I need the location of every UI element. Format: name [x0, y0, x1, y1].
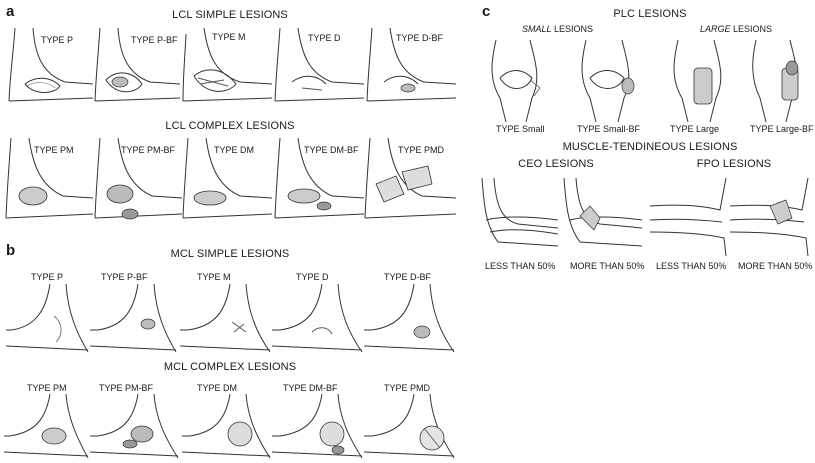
plc-large-heading: LARGE LESIONS — [700, 24, 772, 34]
large-word: LARGE — [700, 24, 731, 34]
elbow-illustration — [5, 26, 93, 104]
lesions-word: LESIONS — [730, 24, 773, 34]
extent-label: MORE THAN 50% — [570, 261, 645, 271]
plc-title: PLC LESIONS — [613, 8, 687, 20]
mcl-complex-type-label: TYPE PM-BF — [99, 383, 154, 393]
extent-label: MORE THAN 50% — [738, 261, 813, 271]
lcl-complex-title: LCL COMPLEX LESIONS — [165, 120, 295, 132]
lcl-simple-title: LCL SIMPLE LESIONS — [172, 9, 288, 21]
elbow-illustration — [364, 392, 456, 460]
elbow-illustration — [364, 26, 456, 104]
elbow-illustration — [92, 136, 182, 222]
elbow-illustration — [90, 392, 180, 460]
elbow-illustration — [90, 282, 178, 354]
elbow-illustration — [180, 282, 272, 354]
elbow-illustration — [92, 26, 180, 104]
elbow-illustration — [6, 282, 90, 354]
plc-type-label: TYPE Large — [670, 124, 720, 134]
lcl-simple-type-label: TYPE D-BF — [396, 33, 444, 43]
mcl-complex-type-label: TYPE PM — [27, 383, 67, 393]
elbow-illustration — [180, 136, 272, 222]
lcl-complex-type-label: TYPE PM — [34, 145, 74, 155]
fpo-title: FPO LESIONS — [696, 158, 772, 170]
elbow-illustration — [364, 282, 456, 354]
mcl-simple-type-label: TYPE P — [31, 272, 64, 282]
lesions-word: LESIONS — [551, 24, 594, 34]
mcl-simple-type-label: TYPE D-BF — [384, 272, 432, 282]
elbow-illustration — [748, 38, 810, 122]
muscle-tendineous-title: MUSCLE-TENDINEOUS LESIONS — [562, 141, 738, 153]
ceo-title: CEO LESIONS — [518, 158, 594, 170]
elbow-illustration — [362, 136, 456, 222]
extent-label: LESS THAN 50% — [485, 261, 556, 271]
panel-letter-a: a — [6, 3, 15, 20]
elbow-illustration — [272, 26, 364, 104]
elbow-illustration — [730, 176, 810, 256]
elbow-illustration — [180, 26, 272, 104]
elbow-illustration — [3, 136, 93, 222]
elbow-illustration — [560, 176, 642, 256]
mcl-complex-title: MCL COMPLEX LESIONS — [163, 361, 297, 373]
mcl-simple-title: MCL SIMPLE LESIONS — [170, 248, 290, 260]
extent-label: LESS THAN 50% — [656, 261, 727, 271]
elbow-illustration — [272, 282, 364, 354]
mcl-complex-type-label: TYPE DM — [197, 383, 238, 393]
elbow-illustration — [650, 176, 728, 256]
plc-type-label: TYPE Small-BF — [577, 124, 641, 134]
plc-type-label: TYPE Large-BF — [750, 124, 814, 134]
elbow-illustration — [478, 176, 558, 256]
mcl-simple-type-label: TYPE M — [197, 272, 231, 282]
elbow-illustration — [4, 392, 90, 460]
elbow-illustration — [182, 392, 272, 460]
elbow-illustration — [486, 38, 548, 122]
lcl-complex-type-label: TYPE DM — [214, 145, 255, 155]
lcl-simple-type-label: TYPE P-BF — [131, 35, 178, 45]
elbow-illustration — [272, 392, 364, 460]
mcl-simple-type-label: TYPE D — [296, 272, 329, 282]
mcl-complex-type-label: TYPE DM-BF — [283, 383, 338, 393]
mcl-simple-type-label: TYPE P-BF — [101, 272, 148, 282]
lcl-simple-type-label: TYPE M — [212, 32, 246, 42]
lcl-complex-type-label: TYPE DM-BF — [304, 145, 359, 155]
plc-type-label: TYPE Small — [496, 124, 545, 134]
lcl-complex-type-label: TYPE PM-BF — [121, 145, 176, 155]
lcl-simple-type-label: TYPE P — [41, 35, 74, 45]
mcl-complex-type-label: TYPE PMD — [384, 383, 431, 393]
plc-small-heading: SMALL LESIONS — [522, 24, 593, 34]
panel-letter-b: b — [6, 242, 16, 259]
lcl-complex-type-label: TYPE PMD — [398, 145, 445, 155]
panel-letter-c: c — [482, 3, 491, 20]
small-word: SMALL — [522, 24, 552, 34]
elbow-illustration — [272, 136, 364, 222]
elbow-illustration — [576, 38, 642, 122]
lcl-simple-type-label: TYPE D — [308, 33, 341, 43]
elbow-illustration — [668, 38, 734, 122]
